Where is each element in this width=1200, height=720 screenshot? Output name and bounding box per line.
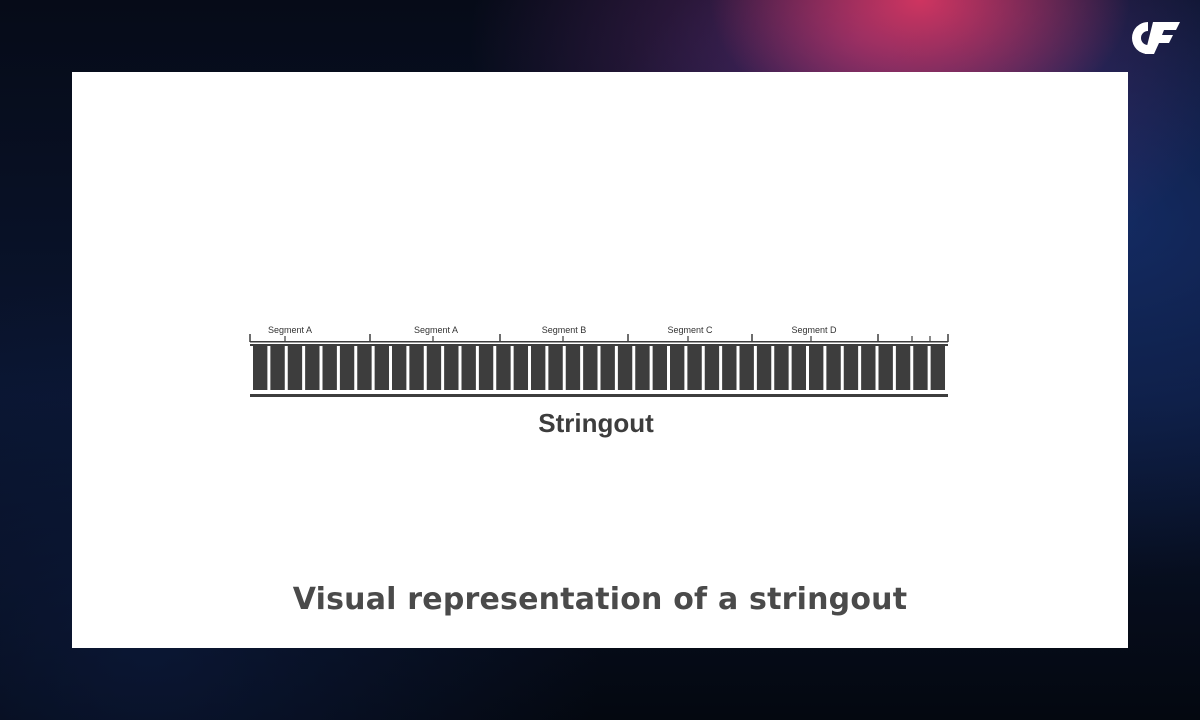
ruler-minor-tick bbox=[810, 336, 812, 342]
film-frame bbox=[461, 346, 476, 390]
film-frame bbox=[583, 346, 598, 390]
figure-caption: Visual representation of a stringout bbox=[292, 582, 908, 617]
ruler-minor-tick bbox=[562, 336, 564, 342]
film-frame bbox=[722, 346, 737, 390]
film-frame bbox=[635, 346, 650, 390]
film-frame bbox=[287, 346, 303, 390]
filmstrip-bottom-edge bbox=[250, 394, 948, 397]
film-frame bbox=[392, 346, 407, 390]
film-frame bbox=[843, 346, 859, 390]
ruler-minor-tick bbox=[284, 336, 286, 342]
film-frame bbox=[565, 346, 581, 390]
filmstrip bbox=[250, 344, 948, 397]
film-frame bbox=[930, 346, 946, 390]
ruler-minor-tick bbox=[911, 336, 913, 342]
content-card: Segment A Segment A Segment B Segment C … bbox=[72, 72, 1128, 648]
segment-ruler bbox=[249, 334, 949, 343]
film-frame bbox=[305, 346, 320, 390]
film-frame bbox=[617, 346, 633, 390]
film-frame bbox=[600, 346, 615, 390]
ruler-line bbox=[250, 341, 948, 343]
segment-label: Segment D bbox=[791, 325, 837, 335]
film-frame bbox=[687, 346, 702, 390]
film-frame bbox=[878, 346, 893, 390]
segment-boundary-tick bbox=[369, 334, 371, 342]
film-frame bbox=[496, 346, 511, 390]
segment-label: Segment C bbox=[667, 325, 713, 335]
film-frame bbox=[548, 346, 563, 390]
film-frame bbox=[913, 346, 928, 390]
film-frame bbox=[253, 346, 268, 390]
segment-boundary-tick bbox=[947, 334, 949, 342]
stringout-label: Stringout bbox=[538, 408, 654, 438]
film-frame bbox=[426, 346, 442, 390]
film-frame bbox=[478, 346, 494, 390]
segment-boundary-tick bbox=[751, 334, 753, 342]
brand-logo-icon bbox=[1132, 22, 1180, 54]
segment-boundary-tick bbox=[249, 334, 251, 342]
segment-boundary-tick bbox=[627, 334, 629, 342]
ruler-minor-tick bbox=[687, 336, 689, 342]
film-frame bbox=[861, 346, 876, 390]
film-frame bbox=[774, 346, 789, 390]
film-frame bbox=[374, 346, 390, 390]
film-frame bbox=[322, 346, 337, 390]
segment-label: Segment A bbox=[268, 325, 312, 335]
film-frame bbox=[513, 346, 529, 390]
film-frame bbox=[895, 346, 911, 390]
film-frame bbox=[826, 346, 841, 390]
segment-boundary-tick bbox=[877, 334, 879, 342]
film-frame bbox=[357, 346, 372, 390]
film-frame bbox=[444, 346, 459, 390]
segment-boundary-tick bbox=[499, 334, 501, 342]
filmstrip-top-edge bbox=[250, 344, 948, 346]
film-frame bbox=[670, 346, 685, 390]
film-frame bbox=[756, 346, 772, 390]
segment-label: Segment A bbox=[414, 325, 458, 335]
film-frame bbox=[652, 346, 668, 390]
film-frame bbox=[704, 346, 720, 390]
segment-labels: Segment A Segment A Segment B Segment C … bbox=[268, 325, 837, 335]
film-frame bbox=[739, 346, 754, 390]
film-frame bbox=[531, 346, 546, 390]
ruler-minor-tick bbox=[432, 336, 434, 342]
film-frame bbox=[339, 346, 355, 390]
film-frame bbox=[409, 346, 424, 390]
film-frame bbox=[270, 346, 285, 390]
film-frame bbox=[791, 346, 807, 390]
segment-label: Segment B bbox=[542, 325, 587, 335]
ruler-minor-tick bbox=[929, 336, 931, 342]
stringout-diagram: Segment A Segment A Segment B Segment C … bbox=[249, 325, 949, 438]
film-frame bbox=[809, 346, 824, 390]
